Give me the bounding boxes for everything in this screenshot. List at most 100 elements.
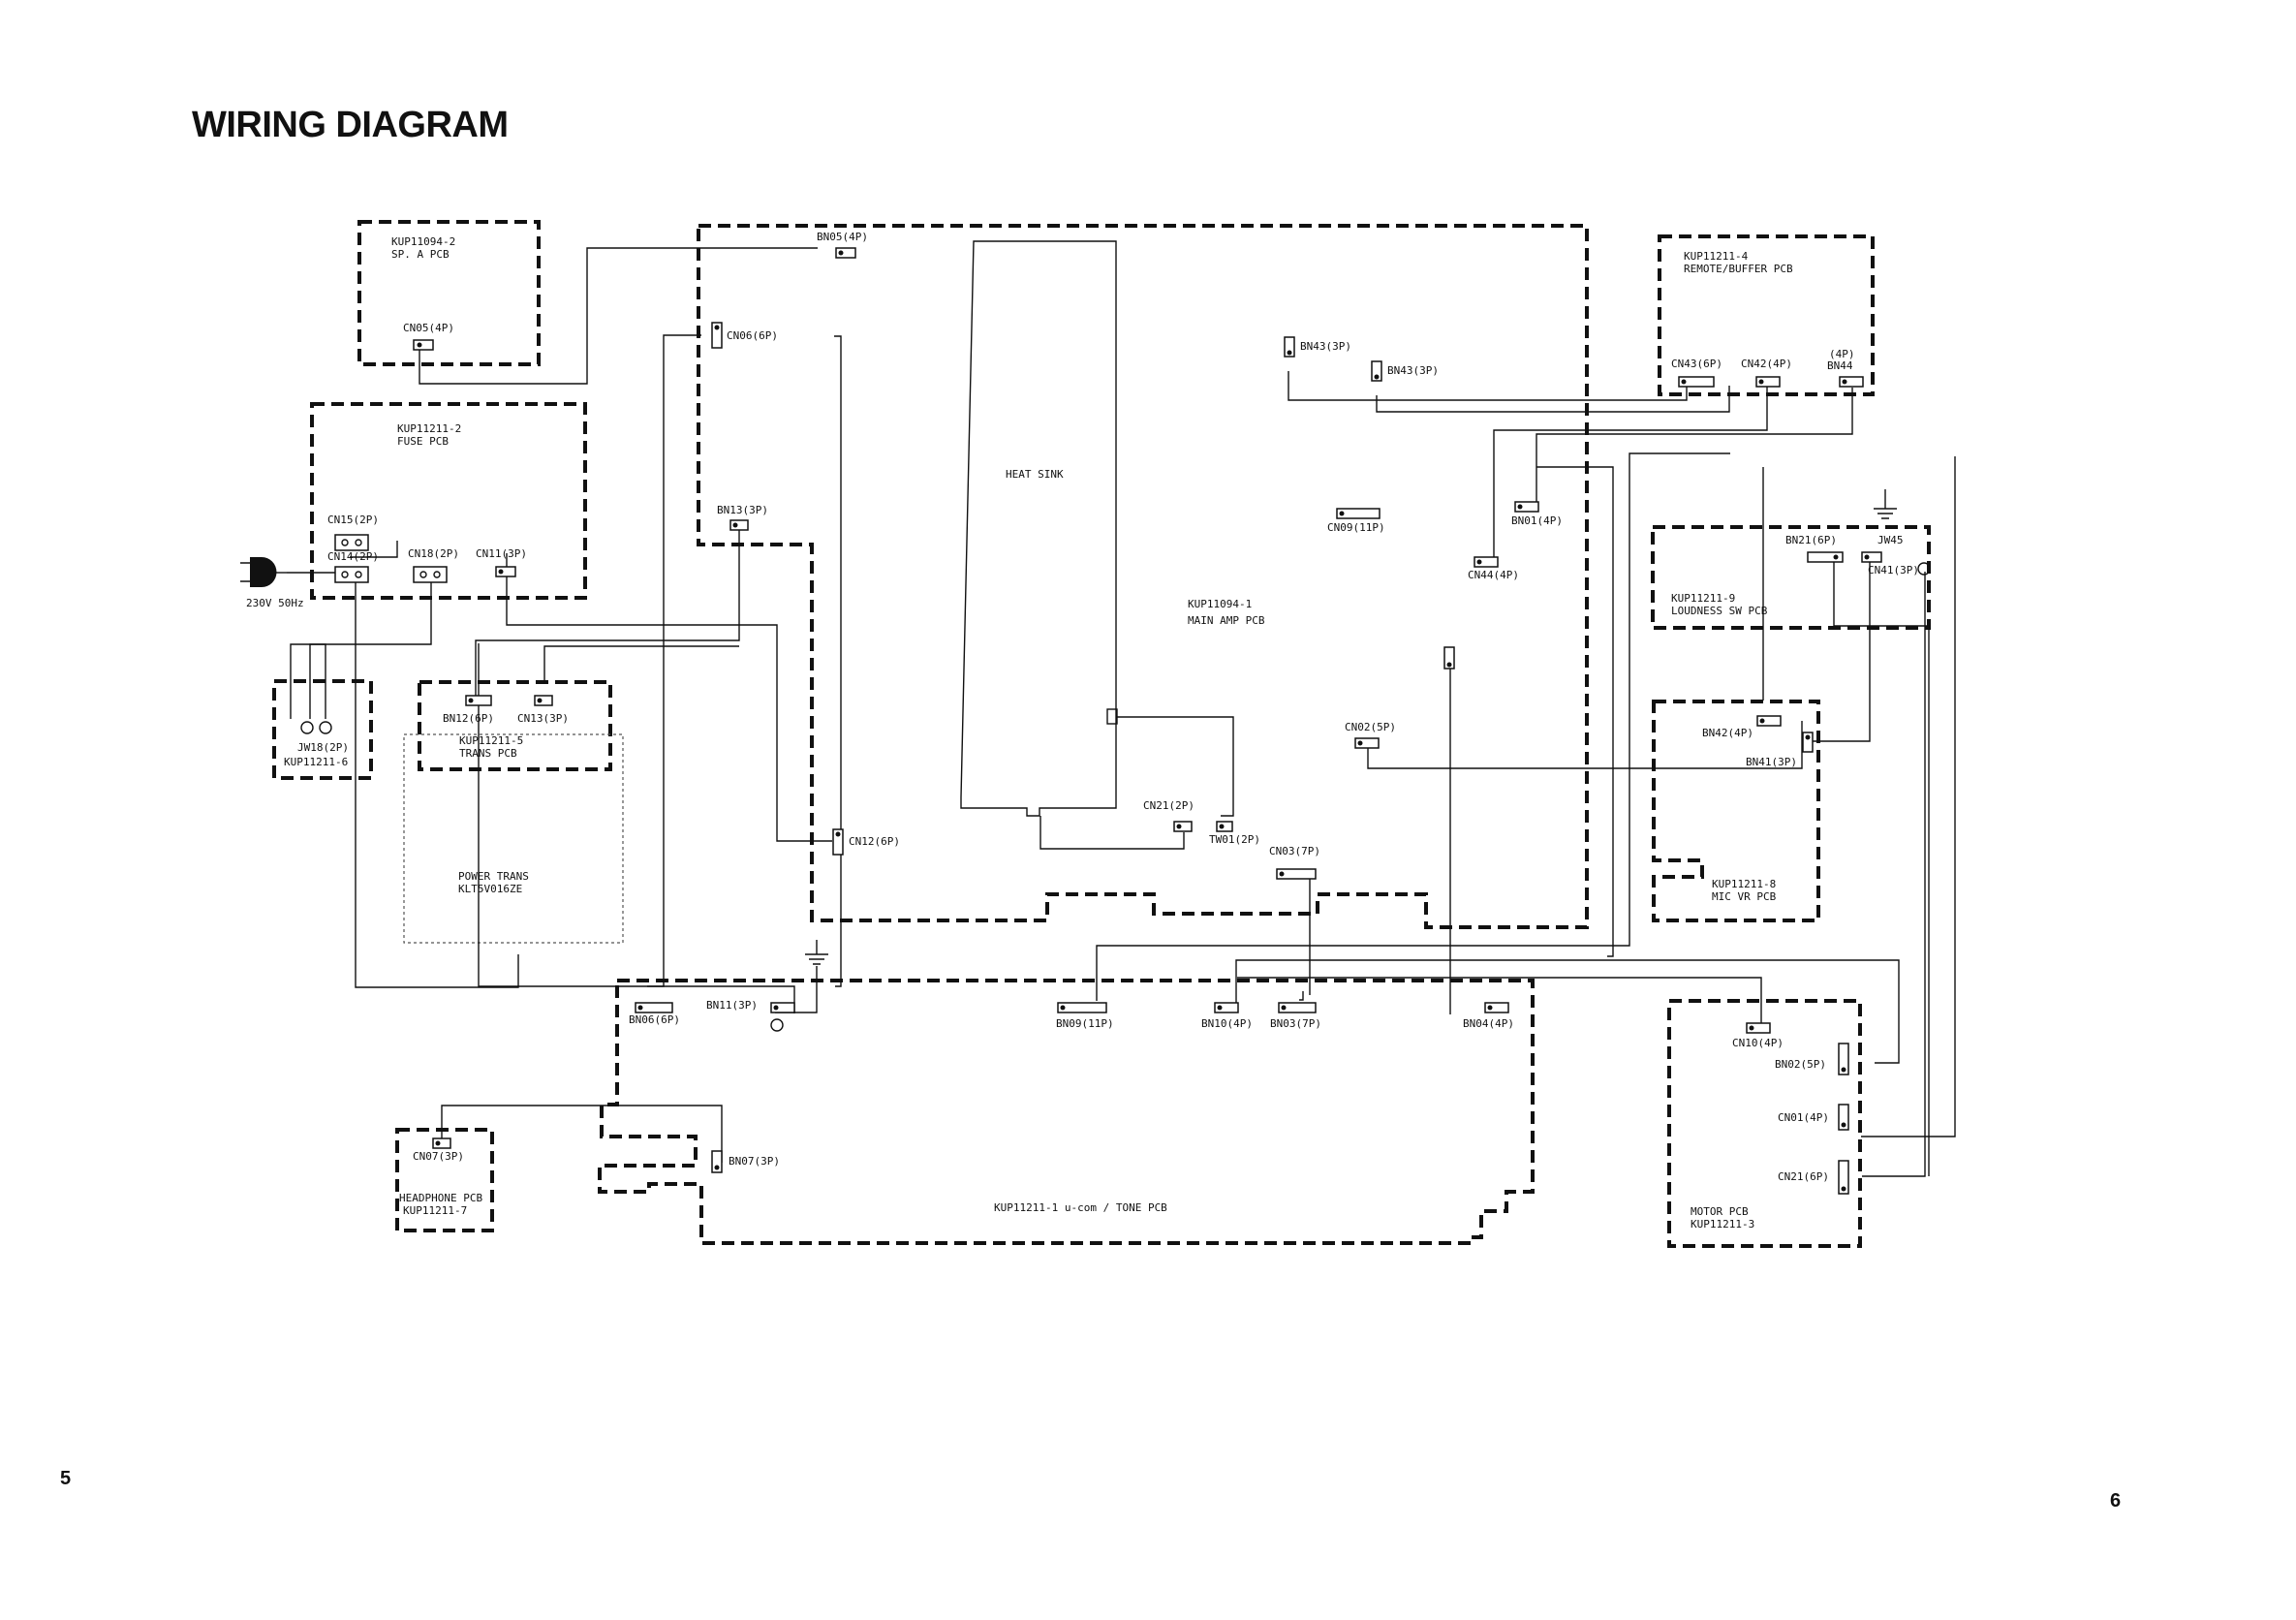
board-mic-vr-code: KUP11211-8 (1712, 878, 1776, 890)
connector-cn15 (334, 534, 369, 551)
board-mic-vr-outline (1652, 700, 1820, 922)
board-remote-code: KUP11211-4 (1684, 250, 1749, 263)
connector-bn11 (770, 1002, 795, 1013)
bn11-terminal (770, 1018, 784, 1032)
power-trans-name: POWER TRANS (458, 870, 529, 883)
board-remote-name: REMOTE/BUFFER PCB (1684, 263, 1793, 275)
connector-cn18 (413, 566, 448, 583)
jw18-terminal-a (300, 721, 314, 734)
board-jw18-outline (272, 679, 373, 780)
label-cn13: CN13(3P) (517, 712, 569, 725)
label-bn03: BN03(7P) (1270, 1017, 1321, 1030)
board-ucom-name: KUP11211-1 u-com / TONE PCB (994, 1201, 1167, 1214)
board-loudness-name: LOUDNESS SW PCB (1671, 605, 1768, 617)
page-title: WIRING DIAGRAM (192, 105, 509, 145)
label-cn06: CN06(6P) (727, 329, 778, 342)
connector-tw01 (1216, 821, 1233, 832)
board-remote-outline (1658, 234, 1875, 396)
connector-cn44 (1474, 556, 1499, 568)
board-trans-name: TRANS PCB (459, 747, 517, 760)
board-loudness-code: KUP11211-9 (1671, 592, 1735, 605)
label-bn06: BN06(6P) (629, 1013, 680, 1026)
label-cn42: CN42(4P) (1741, 358, 1792, 370)
label-bn21: BN21(6P) (1785, 534, 1837, 546)
board-headphone-name: HEADPHONE PCB (399, 1192, 482, 1204)
connector-bn21 (1807, 551, 1844, 563)
power-trans-outline (403, 733, 624, 944)
connector-bn04 (1484, 1002, 1509, 1013)
connector-cn21-main (1173, 821, 1193, 832)
connector-bn06 (635, 1002, 673, 1013)
page-number-left: 5 (60, 1468, 72, 1489)
board-motor-name: MOTOR PCB (1691, 1205, 1749, 1218)
label-tw01: TW01(2P) (1209, 833, 1260, 846)
connector-cn11 (495, 566, 516, 577)
board-fuse-outline (310, 402, 587, 600)
connector-bn09 (1057, 1002, 1107, 1013)
label-cn09: CN09(11P) (1327, 521, 1385, 534)
label-cn01: CN01(4P) (1778, 1111, 1829, 1124)
label-bn43b: BN43(3P) (1387, 364, 1439, 377)
board-main-amp-code: KUP11094-1 (1188, 598, 1252, 610)
label-bn42: BN42(4P) (1702, 727, 1753, 739)
heat-sink-outline (960, 240, 1117, 817)
connector-bn43b (1371, 360, 1382, 382)
board-main-amp-name: MAIN AMP PCB (1188, 614, 1265, 627)
label-bn12: BN12(6P) (443, 712, 494, 725)
ground-icon (1874, 489, 1897, 519)
wires (287, 247, 1956, 1177)
board-trans-code: KUP11211-5 (459, 734, 523, 747)
connector-unlabeled-vertical (1443, 646, 1455, 670)
label-bn04: BN04(4P) (1463, 1017, 1514, 1030)
connector-cn14 (334, 566, 369, 583)
label-cn07: CN07(3P) (413, 1150, 464, 1163)
label-mains: 230V 50Hz (246, 597, 304, 609)
ground-icon (805, 940, 828, 965)
board-sp-a-name: SP. A PCB (391, 248, 450, 261)
label-cn03: CN03(7P) (1269, 845, 1320, 857)
connector-bn07 (711, 1150, 723, 1173)
label-bn11: BN11(3P) (706, 999, 758, 1012)
label-jw45: JW45 (1877, 534, 1904, 546)
connector-cn21-motor (1838, 1160, 1849, 1195)
connector-cn12 (832, 828, 844, 856)
connector-bn02 (1838, 1043, 1849, 1075)
connector-bn42 (1756, 715, 1782, 727)
label-cn10: CN10(4P) (1732, 1037, 1784, 1049)
connector-cn01 (1838, 1104, 1849, 1131)
connector-cn43 (1678, 376, 1715, 388)
label-bn05: BN05(4P) (817, 231, 868, 243)
label-cn11: CN11(3P) (476, 547, 527, 560)
connector-bn01 (1514, 501, 1539, 513)
connector-cn05 (413, 339, 434, 351)
label-cn14: CN14(2P) (327, 550, 379, 563)
connector-cn06 (711, 322, 723, 349)
label-cn21-motor: CN21(6P) (1778, 1170, 1829, 1183)
connector-bn12 (465, 695, 492, 706)
connector-bn05 (835, 247, 856, 259)
label-bn43a: BN43(3P) (1300, 340, 1351, 353)
label-bn44-pins: (4P) (1829, 348, 1855, 360)
connector-cn03 (1276, 868, 1317, 880)
connector-cn10 (1746, 1022, 1771, 1034)
board-mic-vr-name: MIC VR PCB (1712, 890, 1777, 903)
label-bn09: BN09(11P) (1056, 1017, 1114, 1030)
connector-cn02 (1354, 737, 1380, 749)
board-sp-a-code: KUP11094-2 (391, 235, 455, 248)
label-bn41: BN41(3P) (1746, 756, 1797, 768)
board-loudness-outline (1651, 525, 1931, 630)
label-cn41: CN41(3P) (1868, 564, 1919, 576)
label-cn21-main: CN21(2P) (1143, 799, 1195, 812)
board-fuse-code: KUP11211-2 (397, 422, 461, 435)
label-bn10: BN10(4P) (1201, 1017, 1253, 1030)
label-cn12: CN12(6P) (849, 835, 900, 848)
label-bn01: BN01(4P) (1511, 514, 1563, 527)
board-trans-outline (418, 680, 612, 771)
jw18-terminal-b (319, 721, 332, 734)
label-cn15: CN15(2P) (327, 514, 379, 526)
page-number-right: 6 (2110, 1490, 2122, 1511)
label-cn18: CN18(2P) (408, 547, 459, 560)
label-cn44: CN44(4P) (1468, 569, 1519, 581)
jw45-terminal (1917, 562, 1931, 576)
